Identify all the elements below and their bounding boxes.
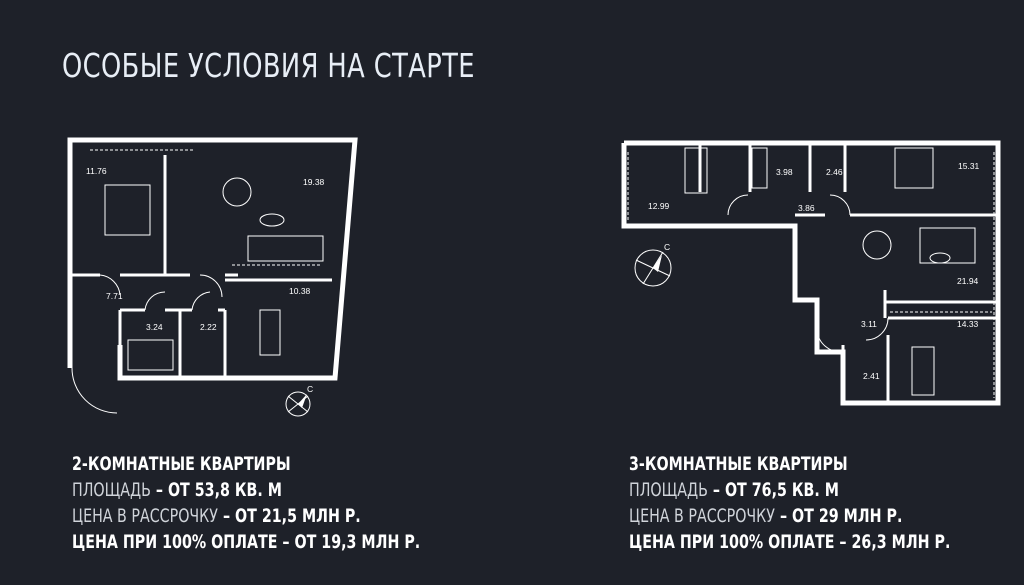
separator: – — [217, 505, 236, 527]
room-area-label: 7.71 — [106, 291, 123, 301]
room-area-label: 3.86 — [798, 203, 815, 213]
room-area-label: 11.76 — [86, 166, 107, 176]
room-area-label: 19.38 — [303, 177, 325, 187]
installment-label: ЦЕНА В РАССРОЧКУ — [72, 505, 218, 527]
room-area-label: 15.31 — [958, 161, 980, 171]
installment-value: ОТ 21,5 МЛН Р. — [235, 505, 361, 527]
separator: – — [707, 479, 725, 501]
compass-icon — [285, 391, 311, 417]
area-value: ОТ 76,5 КВ. М — [724, 479, 839, 501]
compass-label: С — [307, 384, 313, 394]
room-area-label: 2.22 — [200, 322, 217, 332]
installment-label: ЦЕНА В РАССРОЧКУ — [629, 505, 775, 527]
area-value: ОТ 53,8 КВ. М — [167, 479, 282, 501]
area-label: ПЛОЩАДЬ — [72, 479, 151, 501]
installment-value: ОТ 29 МЛН Р. — [792, 505, 903, 527]
room-area-label: 21.94 — [957, 276, 979, 286]
offer-3-room: 3-КОМНАТНЫЕ КВАРТИРЫ ПЛОЩАДЬ – ОТ 76,5 К… — [629, 451, 950, 555]
room-area-label: 2.46 — [826, 167, 843, 177]
offer-2-room: 2-КОМНАТНЫЕ КВАРТИРЫ ПЛОЩАДЬ – ОТ 53,8 К… — [72, 451, 420, 555]
page-title: ОСОБЫЕ УСЛОВИЯ НА СТАРТЕ — [62, 46, 475, 85]
room-area-label: 2.41 — [863, 371, 880, 381]
separator: – — [150, 479, 168, 501]
room-area-label: 12.99 — [648, 201, 670, 211]
compass-icon — [634, 249, 672, 287]
floor-plan-3-room: 12.99 3.98 2.46 3.86 15.31 21.94 14.33 3… — [621, 140, 1001, 406]
full-payment-price: ЦЕНА ПРИ 100% ОПЛАТЕ – ОТ 19,3 МЛН Р. — [72, 531, 421, 553]
room-area-label: 3.98 — [776, 167, 793, 177]
compass-label: С — [664, 242, 670, 252]
offer-heading: 2-КОМНАТНЫЕ КВАРТИРЫ — [72, 453, 291, 475]
separator: – — [774, 505, 793, 527]
room-area-label: 14.33 — [957, 319, 979, 329]
offer-heading: 3-КОМНАТНЫЕ КВАРТИРЫ — [629, 453, 848, 475]
floor-plan-2-room: 11.76 19.38 7.71 10.38 3.24 2.22 С — [67, 137, 358, 417]
room-area-label: 3.24 — [146, 322, 163, 332]
full-payment-price: ЦЕНА ПРИ 100% ОПЛАТЕ – 26,3 МЛН Р. — [629, 531, 951, 553]
room-area-label: 3.11 — [861, 319, 877, 329]
area-label: ПЛОЩАДЬ — [629, 479, 708, 501]
room-area-label: 10.38 — [289, 286, 311, 296]
